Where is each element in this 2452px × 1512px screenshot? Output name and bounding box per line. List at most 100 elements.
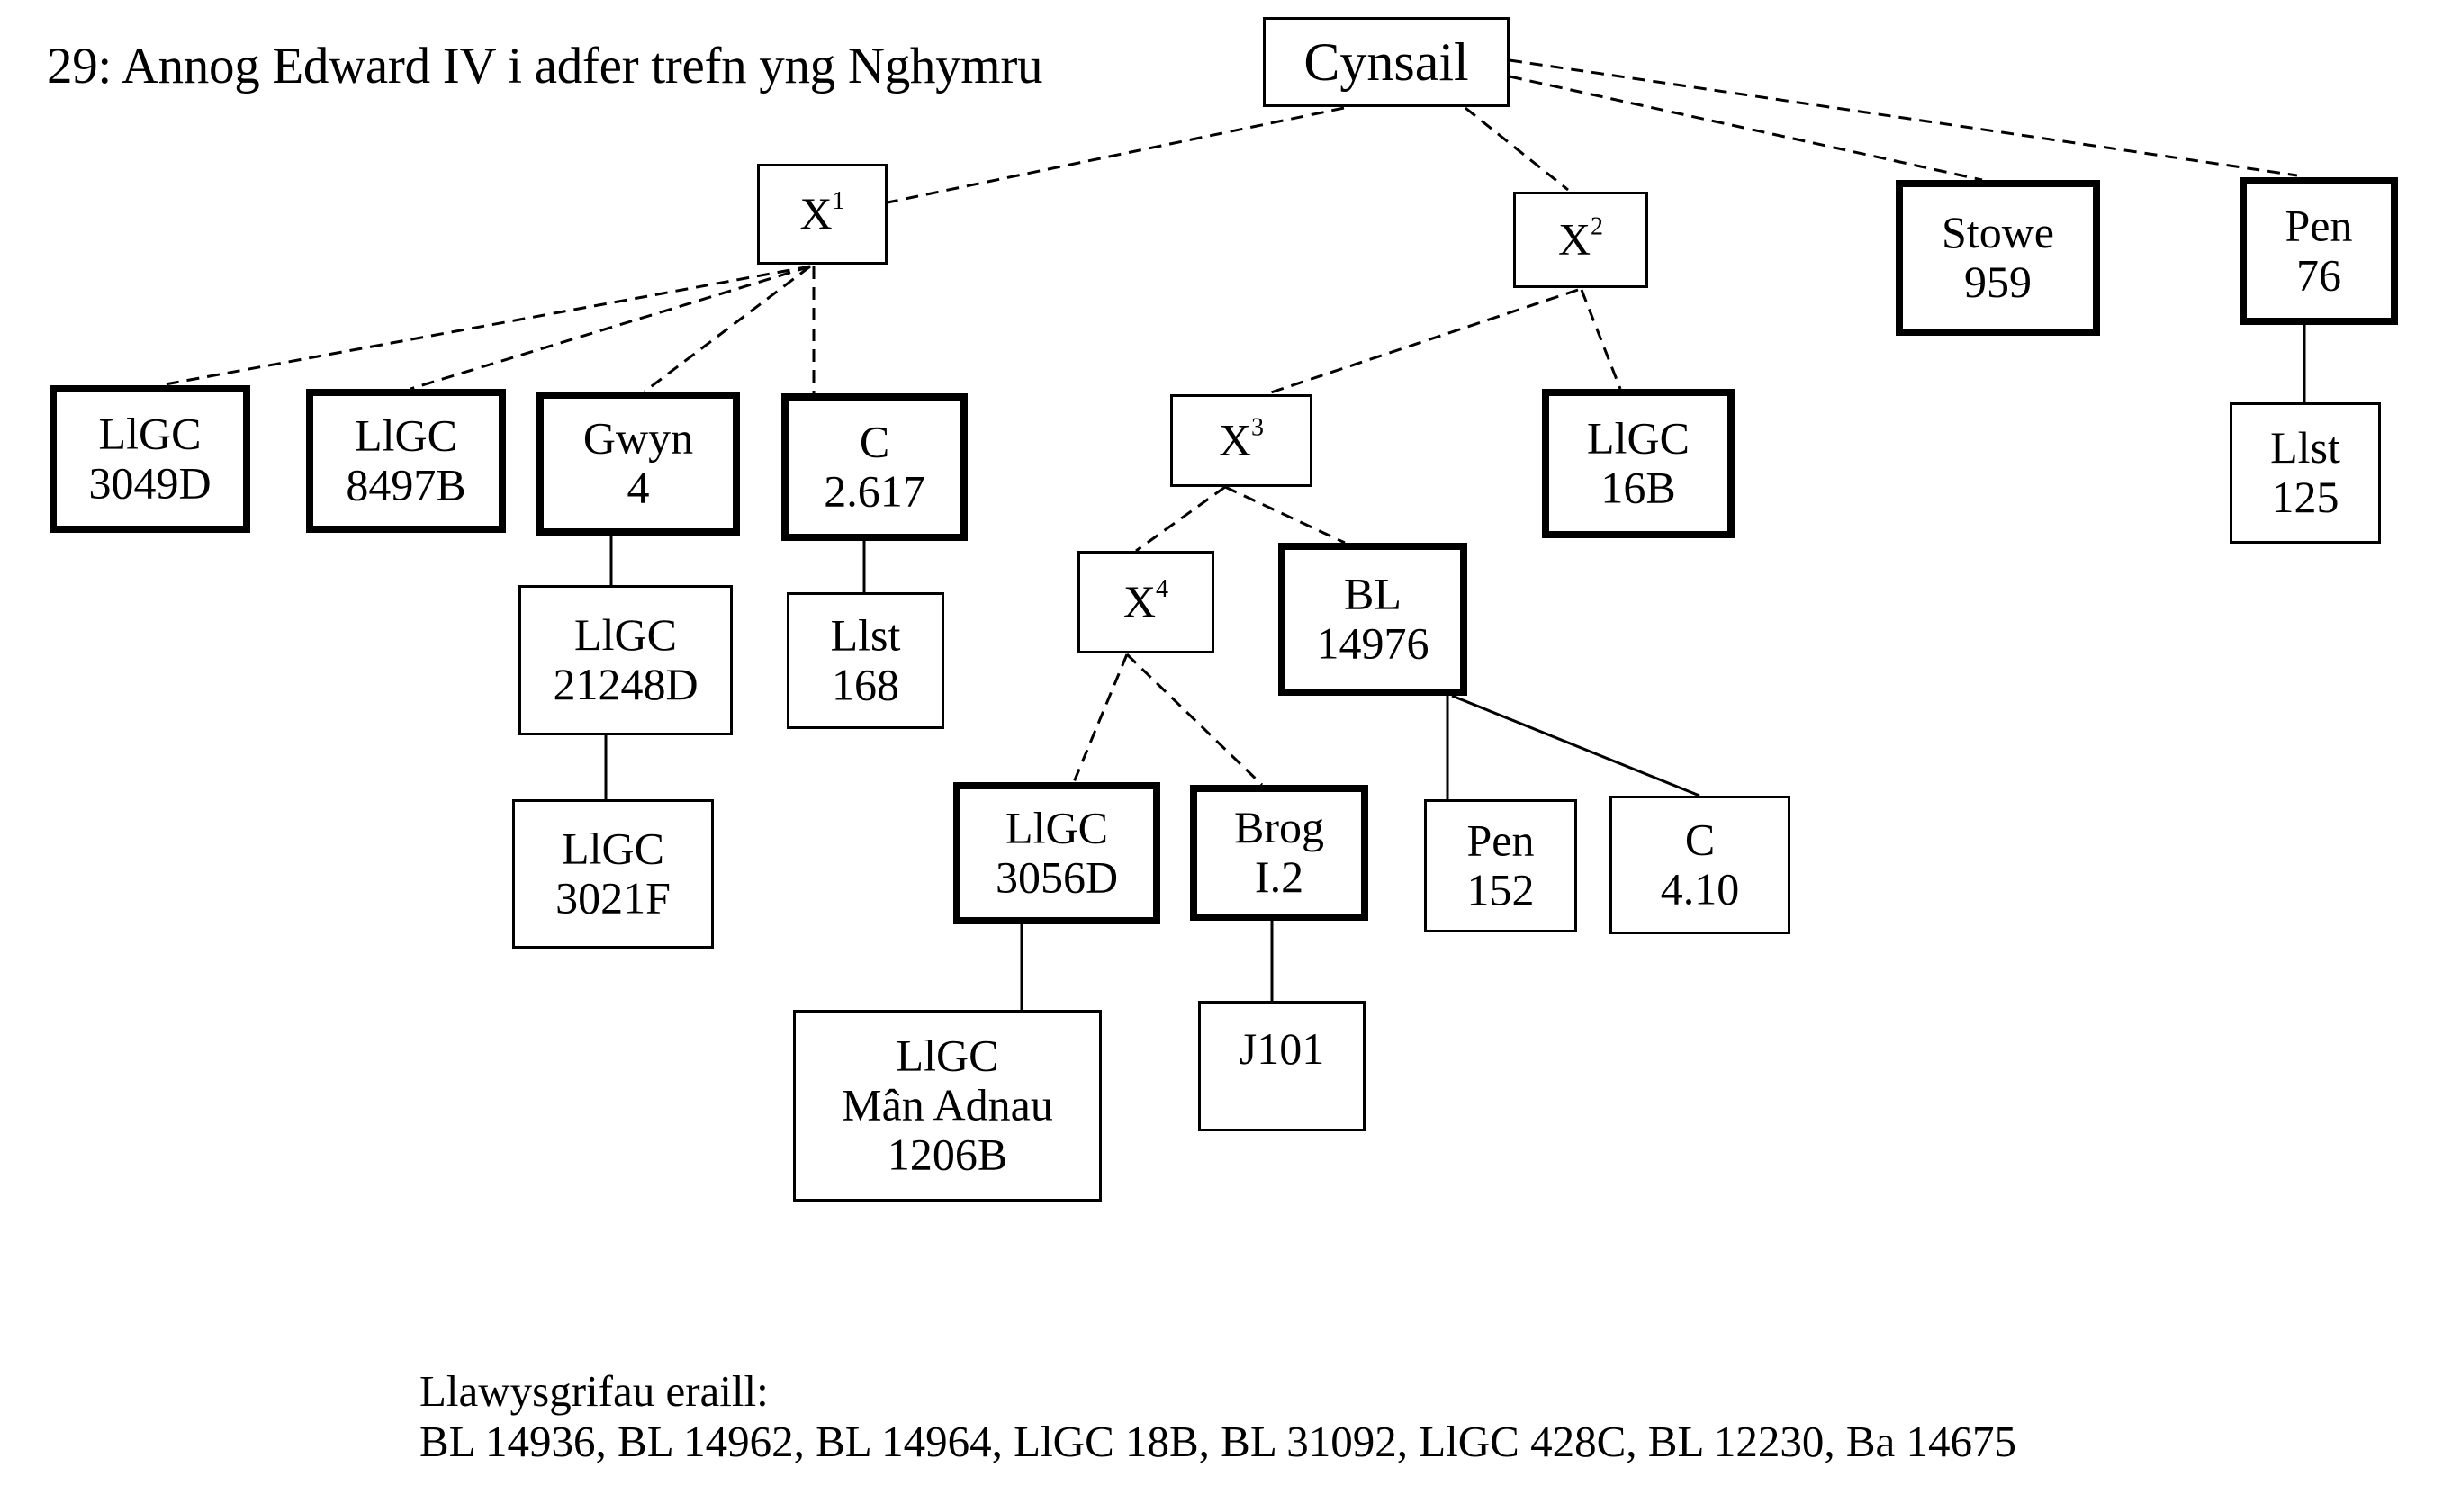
other-manuscripts-heading: Llawysgrifau eraill: <box>419 1366 769 1416</box>
node-label-base: X <box>1123 576 1156 626</box>
stemma-title: 29: Annog Edward IV i adfer trefn yng Ng… <box>47 38 1043 94</box>
node-label-line: 2.617 <box>824 466 925 517</box>
node-c410: C4.10 <box>1609 796 1790 934</box>
node-label-line: Pen <box>2285 201 2353 251</box>
node-label-line: 3021F <box>555 873 671 923</box>
edge-bl14976-to-c410 <box>1451 694 1700 797</box>
node-box <box>1278 543 1467 696</box>
node-box <box>953 782 1160 924</box>
node-j101: J101 <box>1198 1001 1366 1131</box>
node-box <box>2240 177 2398 325</box>
node-box <box>512 799 714 949</box>
node-box <box>1077 551 1214 653</box>
node-label-line: I.2 <box>1255 851 1303 902</box>
node-label-line: LlGC <box>574 609 677 660</box>
node-label-base: X <box>1219 415 1251 465</box>
node-box <box>1190 785 1368 921</box>
node-box <box>787 592 944 729</box>
other-manuscripts: Llawysgrifau eraill: BL 14936, BL 14962,… <box>419 1366 2016 1467</box>
edge-cynsail-to-x1 <box>887 106 1345 204</box>
node-label-line: Gwyn <box>583 413 693 464</box>
node-label-line: LlGC <box>355 410 457 461</box>
edge-x2-to-x3 <box>1265 288 1579 396</box>
node-box <box>536 392 740 536</box>
node-label-line: Cynsail <box>1303 32 1468 92</box>
node-label-line: J101 <box>1240 1023 1324 1074</box>
edge-x4-to-brogi2 <box>1125 652 1264 787</box>
node-label: X4 <box>1123 575 1168 626</box>
node-label-line: C <box>860 417 889 467</box>
node-label-line: 168 <box>832 660 899 710</box>
stemma-nodes: CynsailX1X2X3X4Stowe959Pen76Llst125LlGC3… <box>50 17 2398 1202</box>
node-box <box>781 393 968 541</box>
node-label-line: 3049D <box>88 458 211 508</box>
node-label-superscript: 1 <box>833 187 845 215</box>
node-label-line: LlGC <box>99 409 202 459</box>
node-box <box>793 1010 1102 1202</box>
node-box <box>1513 192 1648 288</box>
node-box <box>518 585 733 735</box>
stemma-edges <box>159 58 2306 1010</box>
node-label-superscript: 3 <box>1251 414 1264 442</box>
edge-x1-to-llgc8497b <box>410 265 811 391</box>
node-label-line: 1206B <box>888 1130 1007 1180</box>
node-label-line: 125 <box>2272 472 2339 522</box>
node-label-line: BL <box>1344 569 1402 619</box>
edge-cynsail-to-pen76 <box>1509 58 2298 177</box>
node-label-line: Brog <box>1234 802 1324 852</box>
node-label: X1 <box>799 187 844 238</box>
node-x4: X4 <box>1077 551 1214 653</box>
edge-x3-to-bl14976 <box>1224 485 1346 544</box>
node-label-line: Llst <box>831 610 901 661</box>
node-label-line: 4 <box>627 463 650 513</box>
node-label-line: 21248D <box>553 659 698 709</box>
node-label-base: X <box>799 188 832 238</box>
node-x3: X3 <box>1170 394 1312 487</box>
node-cynsail: Cynsail <box>1263 17 1510 107</box>
node-box <box>1542 389 1735 538</box>
node-box <box>2230 402 2381 544</box>
node-label-line: 16B <box>1600 463 1675 513</box>
node-label: X3 <box>1219 414 1264 465</box>
node-box <box>50 385 250 533</box>
node-box <box>306 389 506 533</box>
node-label-line: 152 <box>1467 865 1535 915</box>
node-label-superscript: 4 <box>1156 575 1168 603</box>
node-label-line: LlGC <box>897 1030 999 1081</box>
node-c2617: C2.617 <box>781 393 968 541</box>
node-box <box>1170 394 1312 487</box>
node-label-line: Mân Adnau <box>842 1080 1053 1130</box>
node-label-line: C <box>1685 814 1715 865</box>
node-label-line: 959 <box>1964 256 2032 307</box>
other-manuscripts-list: BL 14936, BL 14962, BL 14964, LlGC 18B, … <box>419 1417 2017 1466</box>
node-box <box>1424 799 1577 932</box>
node-label-line: LlGC <box>1587 413 1690 464</box>
edge-cynsail-to-x2 <box>1465 106 1569 192</box>
node-label-line: LlGC <box>1005 803 1108 853</box>
edge-x2-to-llgc16b <box>1580 289 1622 390</box>
node-label-line: Stowe <box>1942 207 2054 257</box>
node-label-line: 4.10 <box>1661 864 1740 914</box>
edge-x3-to-x4 <box>1135 485 1226 553</box>
node-label-line: Pen <box>1467 815 1535 866</box>
edge-x1-to-llgc3049d <box>159 265 811 387</box>
node-box <box>1896 180 2100 336</box>
node-box <box>757 164 888 265</box>
node-label-superscript: 2 <box>1591 213 1603 241</box>
node-box <box>1198 1001 1366 1131</box>
